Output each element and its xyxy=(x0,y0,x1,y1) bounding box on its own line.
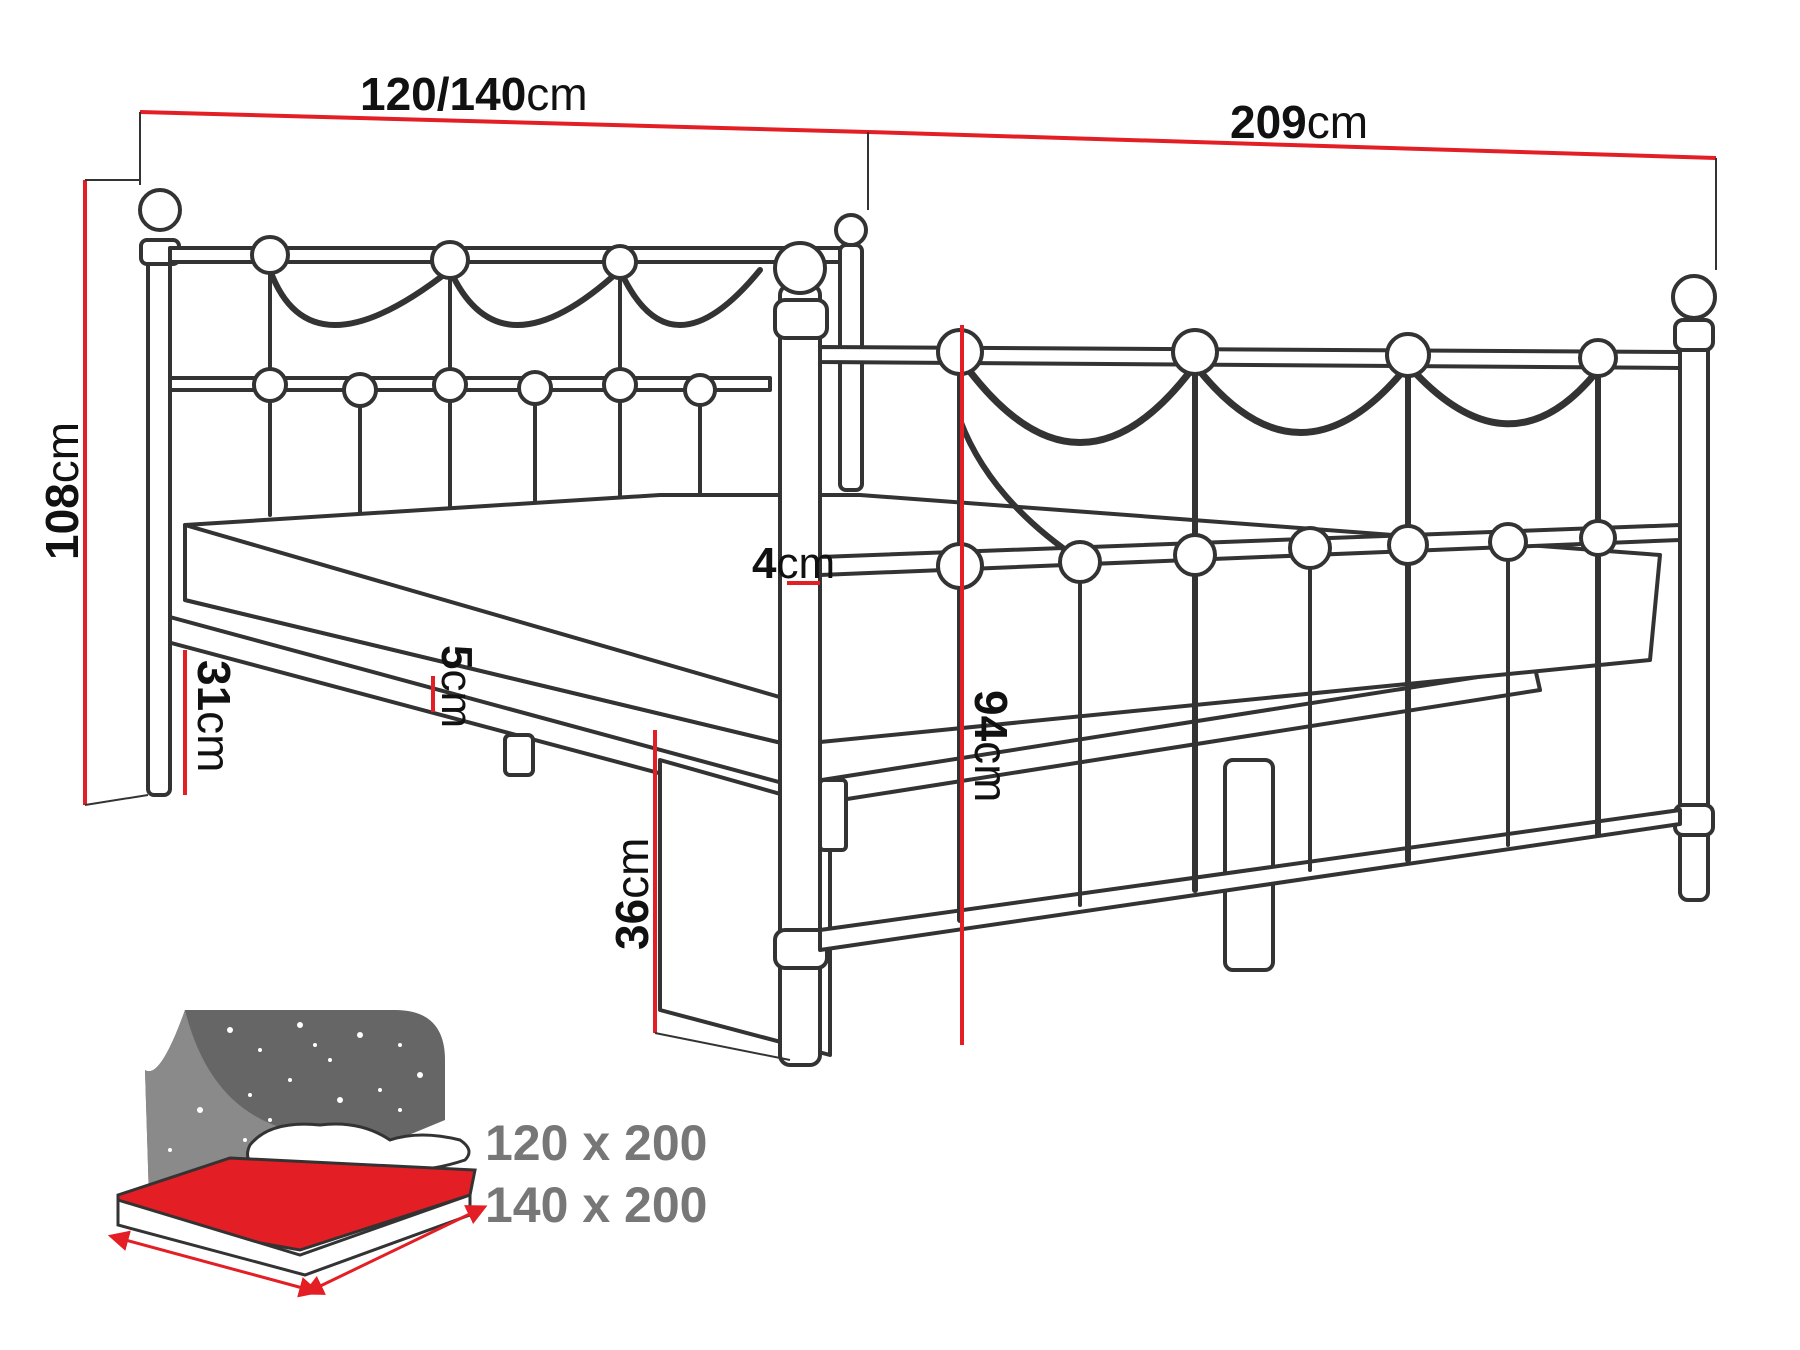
headboard-height-label: 108cm xyxy=(36,422,88,560)
dimension-lines xyxy=(83,110,1717,1045)
bed-drawing xyxy=(138,188,1717,1067)
frame-thickness-label: 5cm xyxy=(432,645,481,728)
front-right-post xyxy=(1671,274,1717,902)
width-arrow xyxy=(107,1230,321,1298)
mattress-size-icon xyxy=(107,1010,488,1298)
length-arrow xyxy=(302,1205,488,1295)
leg-clearance-label: 31cm xyxy=(188,660,240,773)
post-diameter-label: 4cm xyxy=(752,539,835,588)
mattress-size-2: 140 x 200 xyxy=(485,1177,707,1233)
extension-lines xyxy=(84,112,1717,1061)
frame-height-label: 36cm xyxy=(606,838,658,951)
mattress-size-1: 120 x 200 xyxy=(485,1115,707,1171)
leg-front xyxy=(818,778,848,852)
width-label: 120/140cm xyxy=(360,68,588,120)
length-label: 209cm xyxy=(1230,96,1368,148)
front-left-post xyxy=(773,241,829,1067)
headboard xyxy=(138,188,868,797)
width-dimension-line xyxy=(139,110,869,134)
length-dimension-line xyxy=(867,130,1717,160)
footboard-height-label: 94cm xyxy=(965,690,1017,803)
leg-center xyxy=(1223,758,1275,972)
leg-left xyxy=(503,733,535,777)
